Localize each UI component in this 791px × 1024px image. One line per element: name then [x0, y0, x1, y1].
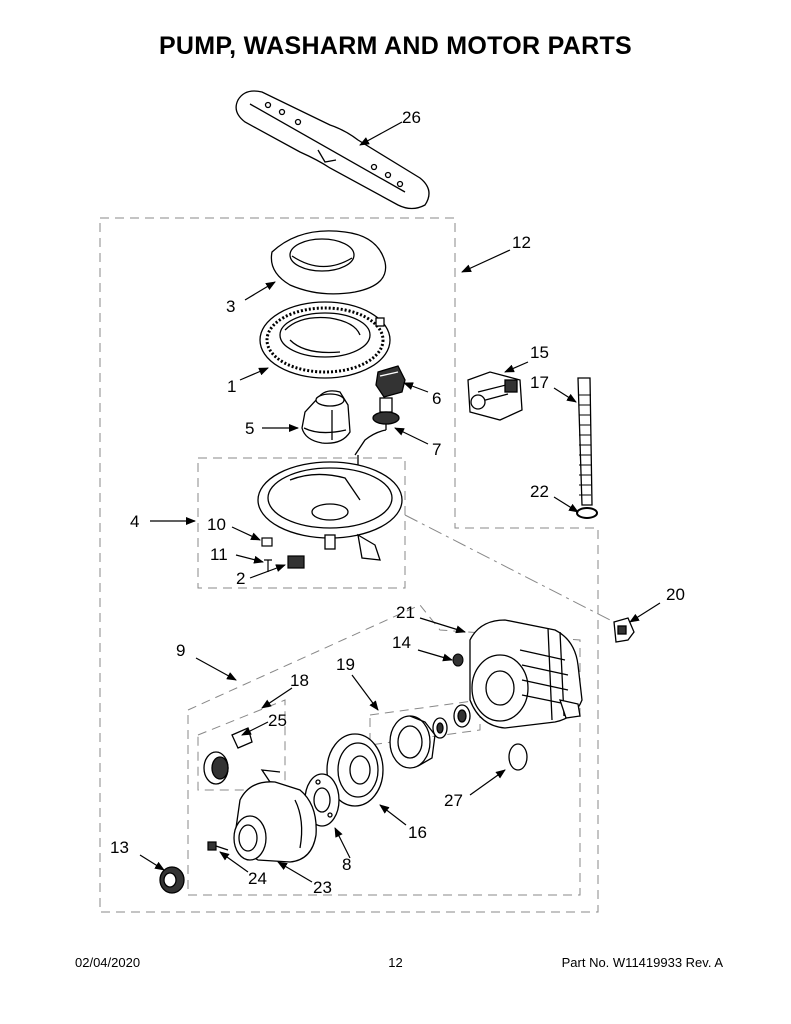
- callout-6: 6: [432, 389, 441, 408]
- callout-20: 20: [666, 585, 685, 604]
- callout-21: 21: [396, 603, 415, 622]
- upper-spray-arm-part: [235, 90, 430, 210]
- callout-9: 9: [176, 641, 185, 660]
- connector-part: [613, 617, 635, 643]
- gasket-part: [508, 743, 528, 771]
- pump-motor-part: [469, 619, 583, 729]
- footer-page-number: 12: [388, 955, 403, 970]
- small-hardware-parts: [261, 537, 305, 572]
- screw-part: [207, 841, 229, 851]
- callout-15: 15: [530, 343, 549, 362]
- callout-23: 23: [313, 878, 332, 897]
- callout-12: 12: [512, 233, 531, 252]
- callout-25: 25: [268, 711, 287, 730]
- valve-housing-part: [301, 390, 351, 444]
- page-title: PUMP, WASHARM AND MOTOR PARTS: [158, 32, 633, 60]
- footer-part-number: Part No. W11419933 Rev. A: [561, 955, 723, 970]
- callout-22: 22: [530, 482, 549, 501]
- filter-ring-part: [259, 301, 391, 379]
- leader-arrows: [139, 121, 661, 883]
- callout-19: 19: [336, 655, 355, 674]
- callout-17: 17: [530, 373, 549, 392]
- drain-valve-part: [467, 371, 523, 421]
- callout-10: 10: [207, 515, 226, 534]
- callout-2: 2: [236, 569, 245, 588]
- callout-26: 26: [402, 108, 421, 127]
- callout-7: 7: [432, 440, 441, 459]
- drain-hose-part: [577, 377, 593, 506]
- callout-14: 14: [392, 633, 411, 652]
- footer-date: 02/04/2020: [75, 955, 141, 970]
- callout-5: 5: [245, 419, 254, 438]
- seal-plate-part: [326, 733, 384, 807]
- sump-part: [257, 461, 403, 561]
- washer-part: [452, 653, 464, 667]
- callout-24: 24: [248, 869, 267, 888]
- filter-cover-part: [270, 230, 387, 295]
- hose-clamp-part: [576, 507, 598, 519]
- group-boundaries: [99, 217, 611, 913]
- callout-4: 4: [130, 512, 139, 531]
- turbidity-sensor-part: [375, 365, 406, 398]
- callout-18: 18: [290, 671, 309, 690]
- callout-13: 13: [110, 838, 129, 857]
- callout-1: 1: [227, 377, 236, 396]
- callout-11: 11: [210, 545, 228, 564]
- callout-27: 27: [444, 791, 463, 810]
- callout-labels: 26 12 3 1 6 7 5 4 10 11 2 15 17 22 20 21…: [110, 108, 685, 897]
- callout-3: 3: [226, 297, 235, 316]
- check-valve-part: [203, 727, 253, 785]
- seal-part: [159, 866, 185, 894]
- callout-16: 16: [408, 823, 427, 842]
- pump-housing-part: [233, 769, 317, 863]
- impeller-part: [389, 704, 471, 769]
- callout-8: 8: [342, 855, 351, 874]
